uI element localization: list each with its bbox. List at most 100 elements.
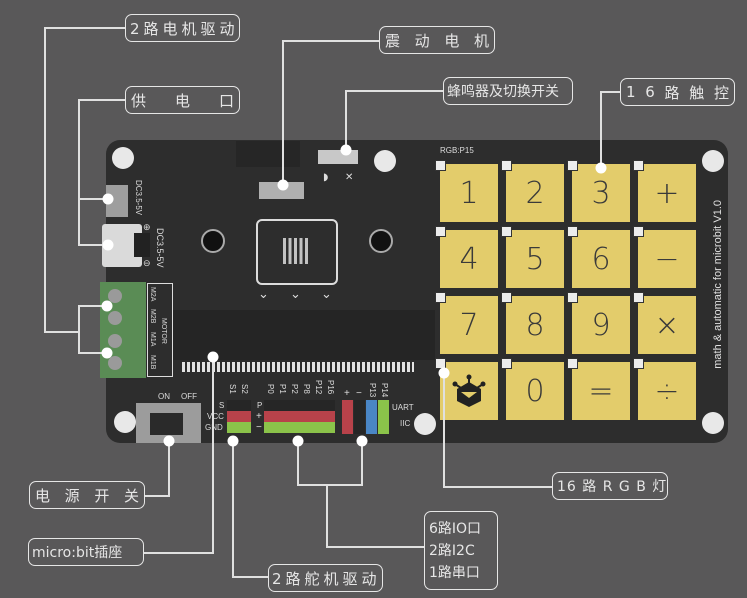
rgb-led — [633, 358, 644, 369]
callout-io-line: 1路串口 — [429, 564, 480, 581]
motor-label-m1b: M1B — [149, 355, 156, 370]
callout-rgb-text: 16 路 R G B 灯 — [557, 479, 668, 495]
mount-hole-bottom-right — [702, 412, 724, 434]
io-col-p2: P2 — [290, 384, 299, 394]
touch-key[interactable]: 2 — [506, 164, 564, 222]
callout-power-port-char: 供 — [131, 91, 147, 110]
callout-vibration-char: 震 — [385, 31, 401, 50]
io-col-p16: P16 — [326, 380, 335, 395]
leader-line — [78, 99, 80, 245]
callout-power-switch-char: 开 — [94, 486, 110, 505]
i2c-col-p13: P13 — [368, 383, 377, 398]
servo-header-signal — [227, 400, 251, 411]
leader-line — [232, 576, 269, 578]
i2c-header-p13 — [366, 400, 377, 434]
callout-touch-char: 控 — [713, 83, 729, 102]
io-col-p0: P0 — [266, 384, 275, 394]
microbit-led-matrix — [283, 238, 309, 264]
buzzer-icon: ◗ — [323, 172, 329, 183]
chevron-down-icon: ⌄ — [258, 287, 269, 302]
polarity-minus: ⊖ — [143, 258, 151, 268]
motor-label-m1a: M1A — [149, 332, 156, 347]
motor-group-label: MOTOR — [160, 318, 167, 344]
touch-key[interactable]: × — [638, 296, 696, 354]
callout-touch-char: 6 — [645, 83, 655, 101]
leader-line — [345, 90, 443, 92]
mount-hole-top-right — [702, 150, 724, 172]
rgb-led — [567, 292, 578, 303]
leader-line — [443, 486, 553, 488]
callout-touch-char: 1 — [626, 83, 636, 101]
switch-off-label: OFF — [181, 392, 197, 401]
leader-line — [78, 305, 107, 307]
leader-line — [44, 27, 126, 29]
mount-hole-top-left — [112, 147, 134, 169]
anchor-dot — [102, 193, 114, 205]
terminal-screw-1 — [108, 289, 122, 303]
i2c-col-minus: − — [356, 388, 362, 399]
touch-key[interactable]: 5 — [506, 230, 564, 288]
servo-header-vcc — [227, 411, 251, 422]
touch-key-label: ÷ — [654, 373, 680, 409]
touch-key[interactable]: 8 — [506, 296, 564, 354]
switch-on-label: ON — [158, 392, 170, 401]
touch-key-logo[interactable] — [440, 362, 498, 420]
io-label-p: P — [257, 401, 263, 410]
power-switch-knob[interactable] — [150, 413, 183, 435]
touch-key[interactable]: + — [638, 164, 696, 222]
anchor-dot — [101, 300, 113, 312]
callout-power-switch: 电 源 开 关 — [29, 481, 145, 509]
callout-microbit-socket: micro:bit插座 — [28, 538, 144, 566]
rgb-led — [567, 358, 578, 369]
rgb-led — [633, 160, 644, 171]
io-col-p12: P12 — [314, 380, 323, 395]
callout-touch-char: 路 — [664, 83, 680, 102]
leader-line — [297, 484, 363, 486]
leader-line — [168, 440, 170, 496]
touch-key[interactable]: 6 — [572, 230, 630, 288]
servo-label-s: S — [219, 401, 225, 410]
leader-line — [345, 90, 347, 150]
anchor-dot — [356, 435, 368, 447]
rgb-led — [501, 292, 512, 303]
callout-power-switch-char: 源 — [64, 486, 80, 505]
touch-key-label: 8 — [525, 307, 545, 343]
anchor-dot — [207, 351, 219, 363]
terminal-screw-3 — [108, 334, 122, 348]
leader-line — [443, 372, 445, 487]
leader-line — [78, 198, 109, 200]
board-title: math & automatic for microbit V1.0 — [712, 200, 724, 369]
motor-label-m2b: M2B — [149, 309, 156, 324]
touch-key[interactable]: 4 — [440, 230, 498, 288]
touch-key[interactable]: 9 — [572, 296, 630, 354]
mute-icon: ✕ — [345, 172, 354, 183]
rgb-led — [633, 292, 644, 303]
touch-key[interactable]: 7 — [440, 296, 498, 354]
touch-key[interactable]: − — [638, 230, 696, 288]
callout-buzzer-switch: 蜂鸣器及切换开关 — [443, 77, 573, 105]
anchor-dot — [227, 435, 239, 447]
touch-key[interactable]: ÷ — [638, 362, 696, 420]
touch-key[interactable]: = — [572, 362, 630, 420]
leader-line — [232, 440, 234, 577]
i2c-col-p14: P14 — [380, 383, 389, 398]
callout-buzzer-text: 蜂鸣器及切换开关 — [447, 84, 559, 100]
leader-line — [44, 27, 46, 333]
motor-terminal-block — [100, 282, 146, 378]
i2c-header-vcc — [342, 400, 353, 434]
rgb-pin-label: RGB:P15 — [440, 146, 474, 155]
leader-line — [78, 99, 125, 101]
callout-touch-16: 1 6 路 触 控 — [620, 78, 735, 106]
callout-power-port-char: 口 — [218, 91, 234, 110]
touch-key[interactable]: 3 — [572, 164, 630, 222]
i2c-header-p14 — [378, 400, 389, 434]
io-header-gnd — [264, 422, 335, 433]
leader-line — [282, 40, 380, 42]
callout-power-switch-char: 关 — [123, 486, 139, 505]
touch-key[interactable]: 0 — [506, 362, 564, 420]
touch-key[interactable]: 1 — [440, 164, 498, 222]
robot-logo-icon — [452, 374, 486, 407]
servo-header-gnd — [227, 422, 251, 433]
callout-servo-drive: 2路舵机驱动 — [268, 564, 383, 592]
leader-line — [143, 552, 214, 554]
